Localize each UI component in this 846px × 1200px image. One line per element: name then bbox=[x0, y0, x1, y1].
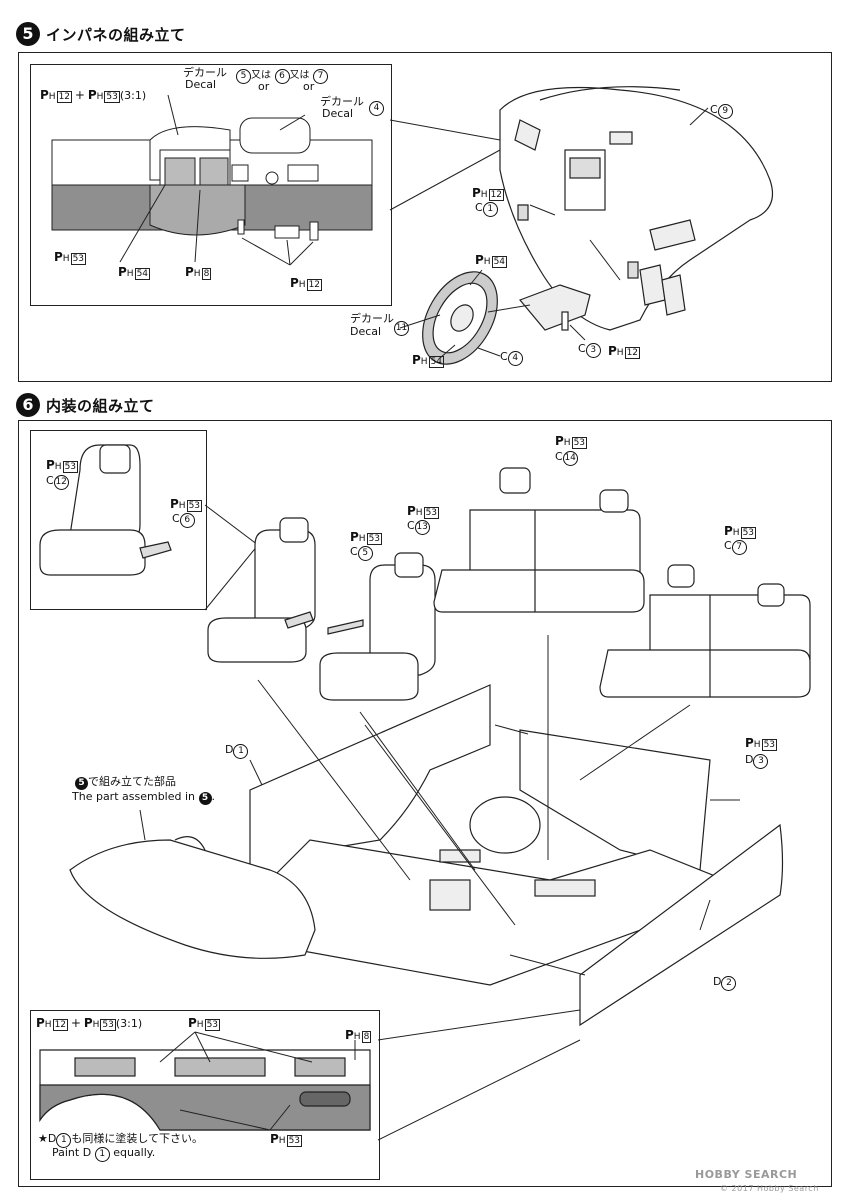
decal-4: 4 bbox=[369, 100, 384, 116]
inset-sidewall bbox=[39, 1049, 371, 1131]
decal-jp-3: デカール bbox=[350, 312, 394, 325]
inset-seat bbox=[39, 444, 172, 576]
note-en: Paint D 1 equally. bbox=[52, 1146, 155, 1162]
watermark-copyright: © 2017 Hobby Search bbox=[720, 1184, 819, 1193]
step6-seat-inset bbox=[30, 430, 207, 610]
decal-label-jp-1: デカール bbox=[183, 66, 227, 79]
step6-sidewall-inset bbox=[30, 1010, 380, 1180]
seats bbox=[207, 467, 811, 701]
inset-dashboard bbox=[51, 117, 373, 241]
watermark-brand: HOBBY SEARCH bbox=[695, 1168, 798, 1181]
decal-en-3: Decal bbox=[350, 325, 382, 338]
step6-number: 6 bbox=[16, 393, 40, 417]
step5-title: インパネの組み立て bbox=[46, 26, 186, 44]
assembled-en: The part assembled in 5. bbox=[72, 790, 216, 805]
decal-or-2: or bbox=[303, 80, 315, 93]
step5-panel bbox=[18, 52, 832, 382]
step5-detail-inset bbox=[30, 64, 392, 306]
decal-label-jp-2: デカール bbox=[320, 95, 364, 108]
step6-title: 内装の組み立て bbox=[46, 397, 155, 415]
floor-body bbox=[69, 684, 784, 1027]
dashboard-main bbox=[499, 86, 774, 331]
decal-label-en-2: Decal bbox=[322, 107, 354, 120]
steering bbox=[422, 271, 591, 365]
step5-number: 5 bbox=[16, 22, 40, 46]
decal-or-1: or bbox=[258, 80, 270, 93]
decal-11: 11 bbox=[394, 320, 409, 336]
decal-label-en-1: Decal bbox=[185, 78, 217, 91]
step6-panel bbox=[18, 420, 832, 1187]
